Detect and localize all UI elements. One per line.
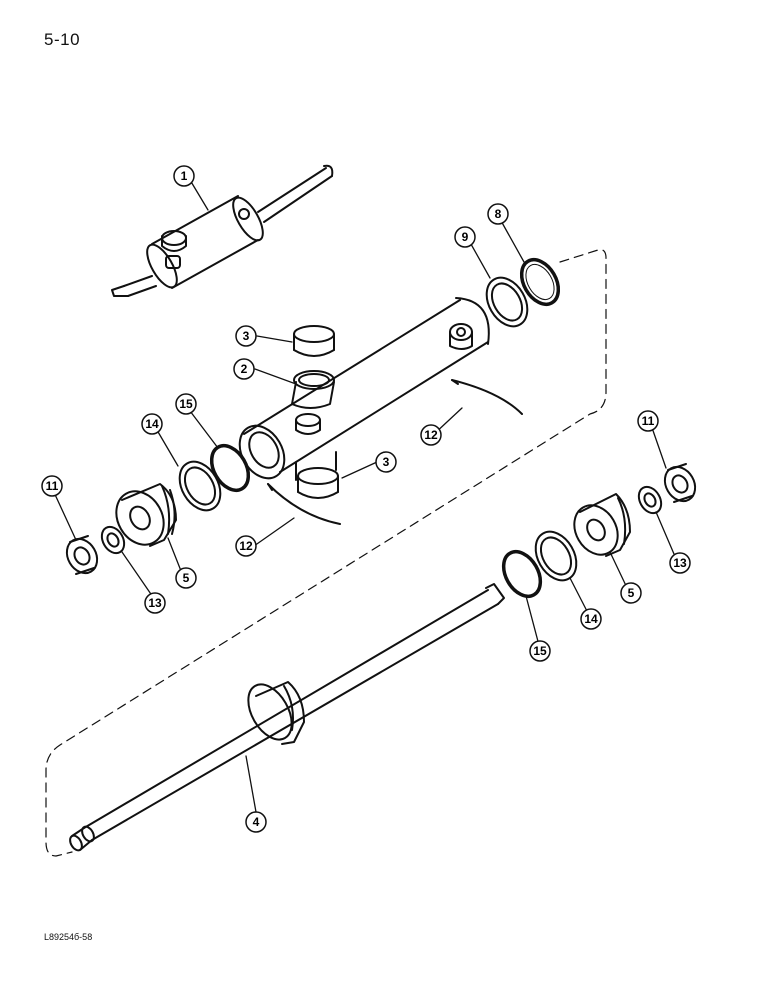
assembly-dashed-line xyxy=(45,249,607,857)
retaining-ring-lower xyxy=(267,483,341,525)
right-wiper-11 xyxy=(663,463,697,503)
right-o-ring-15 xyxy=(501,549,543,599)
piston-rod xyxy=(69,583,505,852)
callout-14-right: 14 xyxy=(580,608,602,630)
callout-13-left: 13 xyxy=(144,592,166,614)
retaining-ring-lower-end xyxy=(267,483,273,491)
right-seal-14 xyxy=(534,530,578,582)
callout-3-upper: 3 xyxy=(235,325,257,347)
svg-text:12: 12 xyxy=(424,428,438,442)
svg-text:12: 12 xyxy=(239,539,253,553)
svg-text:13: 13 xyxy=(673,556,687,570)
svg-text:9: 9 xyxy=(462,230,469,244)
callout-15-right: 15 xyxy=(529,640,551,662)
svg-text:3: 3 xyxy=(383,455,390,469)
callout-13-right: 13 xyxy=(669,552,691,574)
svg-text:2: 2 xyxy=(241,362,248,376)
callout-11-left: 11 xyxy=(41,475,63,497)
callout-15-left: 15 xyxy=(175,393,197,415)
svg-text:5: 5 xyxy=(628,586,635,600)
svg-text:13: 13 xyxy=(148,596,162,610)
retaining-ring-upper-end xyxy=(451,379,459,385)
callout-11-right: 11 xyxy=(637,410,659,432)
callout-5-right: 5 xyxy=(620,582,642,604)
svg-text:14: 14 xyxy=(584,612,598,626)
right-gland-5 xyxy=(573,493,631,557)
callout-2: 2 xyxy=(233,358,255,380)
left-washer-13 xyxy=(100,525,126,555)
callout-4: 4 xyxy=(245,811,267,833)
svg-text:14: 14 xyxy=(145,417,159,431)
callout-14-left: 14 xyxy=(141,413,163,435)
left-seal-14 xyxy=(178,460,222,512)
left-gland-5 xyxy=(115,483,177,547)
callout-8: 8 xyxy=(487,203,509,225)
svg-text:15: 15 xyxy=(179,397,193,411)
svg-text:15: 15 xyxy=(533,644,547,658)
svg-text:1: 1 xyxy=(181,169,188,183)
bushing-upper xyxy=(293,325,335,357)
o-ring-8 xyxy=(519,257,561,307)
page-number: 5-10 xyxy=(44,30,81,49)
svg-text:11: 11 xyxy=(46,479,59,493)
callout-1: 1 xyxy=(173,165,195,187)
retaining-ring-upper xyxy=(451,379,523,415)
cylinder-barrel xyxy=(238,297,490,481)
svg-text:11: 11 xyxy=(642,414,655,428)
seal-9 xyxy=(485,276,529,328)
callout-9: 9 xyxy=(454,226,476,248)
callout-12-lower: 12 xyxy=(235,535,257,557)
callout-5-left: 5 xyxy=(175,567,197,589)
leader-lines xyxy=(51,179,678,813)
svg-text:3: 3 xyxy=(243,329,250,343)
left-o-ring-15 xyxy=(209,443,251,493)
assembled-cylinder xyxy=(111,164,334,297)
left-wiper-11 xyxy=(65,535,99,575)
svg-text:5: 5 xyxy=(183,571,190,585)
right-washer-13 xyxy=(637,485,663,515)
figure-code: L89254б-58 xyxy=(44,932,93,942)
bushing-lower xyxy=(297,467,339,499)
svg-text:8: 8 xyxy=(495,207,502,221)
callout-12-upper: 12 xyxy=(420,424,442,446)
svg-text:4: 4 xyxy=(253,815,260,829)
callout-3-lower: 3 xyxy=(375,451,397,473)
